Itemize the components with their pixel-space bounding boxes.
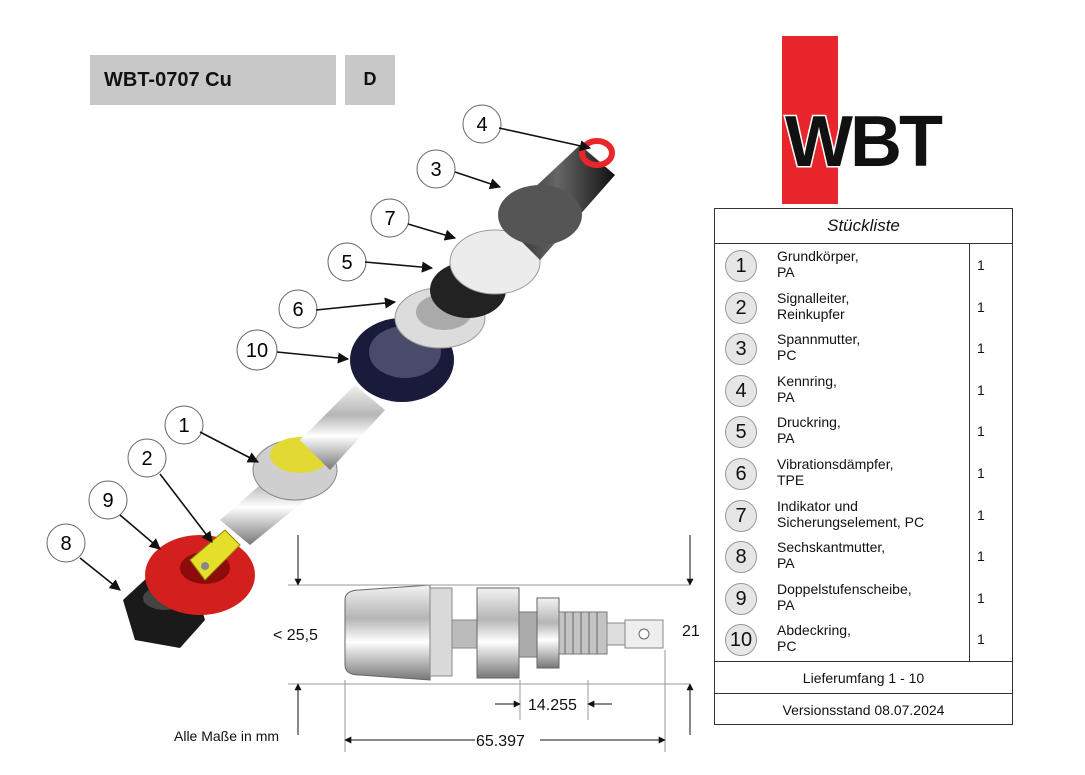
svg-text:1: 1	[178, 415, 189, 437]
model-title: WBT-0707 Cu	[90, 55, 336, 105]
units-note: Alle Maße in mm	[174, 728, 280, 744]
part-description: Doppelstufenscheibe,PA	[777, 580, 912, 613]
part-description: Grundkörper,PA	[777, 248, 859, 280]
part-quantity: 1	[977, 257, 985, 273]
callout-2: 2	[127, 438, 167, 478]
svg-text:8: 8	[60, 533, 71, 555]
part-quantity: 1	[977, 381, 985, 398]
exploded-assembly	[123, 138, 615, 648]
part-number: 3	[725, 333, 757, 366]
table-row: 1 Grundkörper,PA 1	[715, 244, 1012, 286]
callout-1: 1	[164, 405, 204, 445]
callout-5: 5	[327, 242, 367, 282]
dim-short: 14.255	[528, 697, 577, 714]
part-description: Signalleiter,Reinkupfer	[777, 289, 850, 322]
svg-text:5: 5	[341, 252, 352, 274]
part-description: Abdeckring,PC	[777, 622, 851, 655]
callout-9: 9	[88, 480, 128, 520]
column-divider	[969, 243, 970, 661]
table-row: 2 Signalleiter,Reinkupfer 1	[715, 286, 1012, 328]
version-date: Versionsstand 08.07.2024	[715, 693, 1012, 726]
dim-total: 65.397	[476, 733, 525, 750]
svg-text:10: 10	[246, 340, 268, 362]
part-description: Sechskantmutter,PA	[777, 539, 886, 572]
table-row: 6 Vibrationsdämpfer,TPE 1	[715, 452, 1012, 494]
svg-text:2: 2	[141, 448, 152, 470]
part-description: Druckring,PA	[777, 414, 841, 447]
dim-thread: 21	[682, 623, 700, 640]
table-row: 5 Druckring,PA 1	[715, 410, 1012, 452]
svg-text:7: 7	[384, 208, 395, 230]
part-description: Spannmutter,PC	[777, 331, 861, 364]
part-quantity: 1	[977, 631, 985, 648]
callout-3: 3	[416, 149, 456, 189]
part-number: 7	[725, 499, 757, 532]
side-view	[344, 584, 664, 681]
language-code: D	[345, 55, 395, 105]
table-row: 8 Sechskantmutter,PA 1	[715, 535, 1012, 577]
part-number: 5	[725, 416, 757, 449]
callout-4: 4	[462, 104, 502, 144]
callout-7: 7	[370, 198, 410, 238]
part-number: 8	[725, 541, 757, 574]
table-row: 10 Abdeckring,PC 1	[715, 618, 1012, 660]
callouts: 4 3 7 5 6 10 1 2 9 8	[46, 104, 502, 563]
parts-list-title: Stückliste	[715, 209, 1012, 244]
part-number: 1	[725, 250, 757, 282]
part-quantity: 1	[977, 506, 985, 523]
callout-8: 8	[46, 523, 86, 563]
part-quantity: 1	[977, 298, 985, 315]
callout-6: 6	[278, 289, 318, 329]
part-number: 10	[725, 624, 757, 657]
dim-height: < 25,5	[273, 627, 318, 644]
svg-text:6: 6	[292, 299, 303, 321]
delivery-scope: Lieferumfang 1 - 10	[715, 661, 1012, 694]
table-row: 4 Kennring,PA 1	[715, 369, 1012, 411]
part-number: 4	[725, 374, 757, 407]
svg-text:9: 9	[102, 490, 113, 512]
svg-text:3: 3	[430, 159, 441, 181]
table-row: 9 Doppelstufenscheibe,PA 1	[715, 577, 1012, 619]
table-row: 3 Spannmutter,PC 1	[715, 327, 1012, 369]
part-quantity: 1	[977, 548, 985, 565]
parts-list-rows: 1 Grundkörper,PA 1 2 Signalleiter,Reinkupfe…	[715, 244, 1012, 660]
part-description: Vibrationsdämpfer,TPE	[777, 455, 894, 488]
part-quantity: 1	[977, 589, 985, 606]
dimension-lines	[288, 535, 694, 752]
part-number: 9	[725, 582, 757, 615]
leader-arrows	[79, 127, 592, 591]
part-quantity: 1	[977, 423, 985, 440]
part-quantity: 1	[977, 464, 985, 481]
part-quantity: 1	[977, 340, 985, 357]
part-number: 6	[725, 457, 757, 490]
part-description: Kennring,PA	[777, 372, 837, 405]
parts-list-table: Stückliste 1 Grundkörper,PA 1 2 Signalleite…	[714, 208, 1013, 725]
svg-text:4: 4	[476, 114, 487, 136]
wbt-logo: WBT	[782, 36, 947, 204]
callout-10: 10	[236, 329, 278, 371]
part-number: 2	[725, 291, 757, 324]
svg-text:WBT: WBT	[785, 102, 943, 182]
